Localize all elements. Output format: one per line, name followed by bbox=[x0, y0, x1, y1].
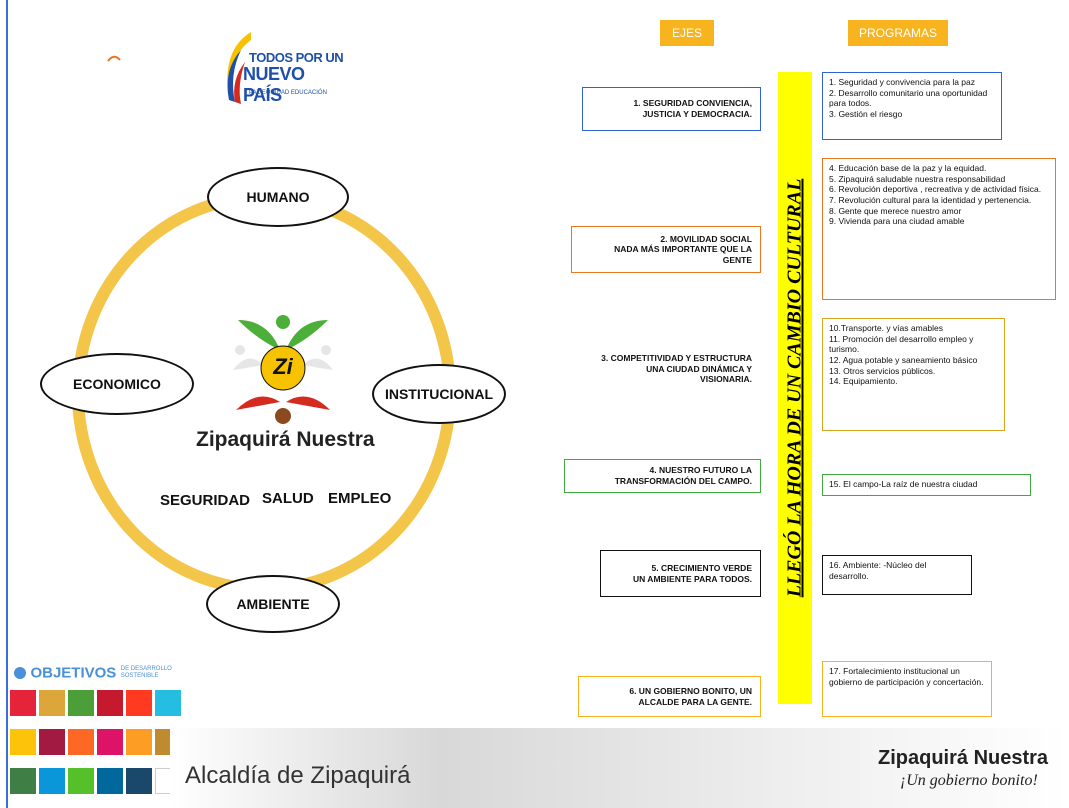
node-institucional-label: INSTITUCIONAL bbox=[384, 386, 494, 402]
sdg-tile-icon bbox=[39, 690, 65, 716]
programa-line: 1. Seguridad y convivencia para la paz bbox=[829, 77, 976, 87]
eje-box: 4. NUESTRO FUTURO LA TRANSFORMACIÓN DEL … bbox=[564, 459, 761, 493]
sdg-tile-icon bbox=[39, 729, 65, 755]
sdg-tile-icon bbox=[10, 768, 36, 794]
eje-text: 1. SEGURIDAD CONVIENCIA, JUSTICIA Y DEMO… bbox=[633, 98, 752, 119]
programa-line: 6. Revolución deportiva , recreativa y d… bbox=[829, 184, 1042, 195]
zipaquira-figure-logo bbox=[233, 315, 333, 424]
programa-line: 13. Otros servicios públicos. bbox=[829, 365, 936, 376]
programa-line: 2. Desarrollo comunitario una oportunida… bbox=[829, 87, 988, 109]
footer-left-text: Alcaldía de Zipaquirá bbox=[185, 762, 411, 789]
node-ambiente-label: AMBIENTE bbox=[236, 596, 310, 612]
programa-line: 8. Gente que merece nuestro amor bbox=[829, 205, 962, 216]
sdg-tile-icon bbox=[126, 690, 152, 716]
sdg-tile-icon bbox=[97, 768, 123, 794]
sdg-tile-icon bbox=[126, 729, 152, 755]
todos-line2: NUEVO PAÍS bbox=[243, 64, 305, 105]
footer-right-slogan: ¡Un gobierno bonito! bbox=[900, 772, 1038, 789]
left-border-line bbox=[6, 0, 8, 808]
eje-box: 5. CRECIMIENTO VERDE UN AMBIENTE PARA TO… bbox=[600, 550, 761, 597]
eje-box: 3. COMPETITIVIDAD Y ESTRUCTURA UNA CIUDA… bbox=[570, 346, 761, 392]
programa-line: 14. Equipamiento. bbox=[829, 376, 898, 387]
ods-logo: OBJETIVOS DE DESARROLLO SOSTENIBLE bbox=[14, 664, 184, 686]
ods-subtitle-line1: DE DESARROLLO bbox=[120, 665, 172, 672]
node-ambiente: AMBIENTE bbox=[206, 575, 340, 633]
center-logo-letters: Zi bbox=[273, 354, 293, 379]
banner-text: LLEGÓ LA HORA DE UN CAMBIO CULTURAL bbox=[783, 178, 806, 598]
ods-title: OBJETIVOS bbox=[30, 664, 117, 682]
node-economico-label: ECONOMICO bbox=[73, 376, 161, 392]
colombia-flag-swoosh-icon bbox=[227, 32, 251, 104]
eje-text: 3. COMPETITIVIDAD Y ESTRUCTURA UNA CIUDA… bbox=[601, 353, 752, 385]
footer-right-title: Zipaquirá Nuestra bbox=[878, 747, 1049, 769]
todos-line1: TODOS POR UN bbox=[249, 50, 344, 65]
node-economico: ECONOMICO bbox=[40, 353, 194, 415]
sdg-tile-icon bbox=[68, 690, 94, 716]
sdg-grid bbox=[10, 690, 184, 808]
sdg-tile-icon bbox=[155, 690, 181, 716]
header-ejes: EJES bbox=[660, 20, 714, 46]
sdg-tile-icon bbox=[68, 768, 94, 794]
programa-line: 15. El campo-La raíz de nuestra ciudad bbox=[829, 479, 978, 489]
sdg-tile-icon bbox=[97, 729, 123, 755]
node-humano-label: HUMANO bbox=[246, 189, 310, 205]
sdg-tile-icon bbox=[68, 729, 94, 755]
eje-box: 1. SEGURIDAD CONVIENCIA, JUSTICIA Y DEMO… bbox=[582, 87, 761, 131]
programa-line: 3. Gestión el riesgo bbox=[829, 108, 903, 119]
programa-line: 9. Vivienda para una ciudad amable bbox=[829, 216, 965, 227]
todos-line3: PAZ EQUIDAD EDUCACIÓN bbox=[249, 90, 327, 96]
programa-line: 12. Agua potable y saneamiento básico bbox=[829, 354, 978, 365]
sdg-tile-icon bbox=[10, 729, 36, 755]
programa-box: 16. Ambiente: -Núcleo del desarrollo. bbox=[822, 555, 972, 595]
programa-line: 17. Fortalecimiento institucional un gob… bbox=[829, 666, 984, 687]
node-humano: HUMANO bbox=[207, 167, 349, 227]
center-title: Zipaquirá Nuestra bbox=[196, 428, 375, 451]
node-institucional: INSTITUCIONAL bbox=[372, 364, 506, 424]
programa-line: 16. Ambiente: -Núcleo del desarrollo. bbox=[829, 560, 927, 581]
small-mark-icon bbox=[107, 50, 121, 62]
eje-text: 6. UN GOBIERNO BONITO, UN ALCALDE PARA L… bbox=[629, 685, 752, 707]
sdg-tile-icon bbox=[126, 768, 152, 794]
todos-por-un-nuevo-pais-logo: TODOS POR UN NUEVO PAÍS PAZ EQUIDAD EDUC… bbox=[215, 30, 345, 110]
eje-text: 2. MOVILIDAD SOCIAL NADA MÁS IMPORTANTE … bbox=[614, 233, 752, 265]
programa-box: 15. El campo-La raíz de nuestra ciudad bbox=[822, 474, 1031, 496]
programa-line: 11. Promoción del desarrollo empleo y tu… bbox=[829, 333, 974, 355]
eje-box: 6. UN GOBIERNO BONITO, UN ALCALDE PARA L… bbox=[578, 676, 761, 717]
cultural-change-banner: LLEGÓ LA HORA DE UN CAMBIO CULTURAL bbox=[778, 72, 812, 704]
center-word-salud: SALUD bbox=[262, 490, 314, 507]
ods-subtitle-line2: SOSTENIBLE bbox=[120, 672, 159, 679]
eje-text: 5. CRECIMIENTO VERDE UN AMBIENTE PARA TO… bbox=[632, 562, 752, 584]
eje-text: 4. NUESTRO FUTURO LA TRANSFORMACIÓN DEL … bbox=[614, 465, 752, 486]
programa-box: 17. Fortalecimiento institucional un gob… bbox=[822, 661, 992, 717]
programa-line: 10.Transporte. y vías amables bbox=[829, 323, 944, 333]
footer-bar bbox=[170, 728, 1069, 808]
sdg-tile-icon bbox=[97, 690, 123, 716]
programa-line: 7. Revolución cultural para la identidad… bbox=[829, 194, 1032, 205]
eje-box: 2. MOVILIDAD SOCIAL NADA MÁS IMPORTANTE … bbox=[571, 226, 761, 273]
un-globe-icon bbox=[14, 666, 26, 679]
center-word-seguridad: SEGURIDAD bbox=[160, 492, 251, 509]
header-programas: PROGRAMAS bbox=[848, 20, 948, 46]
sdg-tile-icon bbox=[10, 690, 36, 716]
sdg-tile-icon bbox=[39, 768, 65, 794]
programa-box: 4. Educación base de la paz y la equidad… bbox=[822, 158, 1056, 300]
center-word-empleo: EMPLEO bbox=[328, 490, 392, 507]
programa-line: 5. Zipaquirá saludable nuestra responsab… bbox=[829, 173, 1006, 184]
programa-line: 4. Educación base de la paz y la equidad… bbox=[829, 163, 987, 173]
